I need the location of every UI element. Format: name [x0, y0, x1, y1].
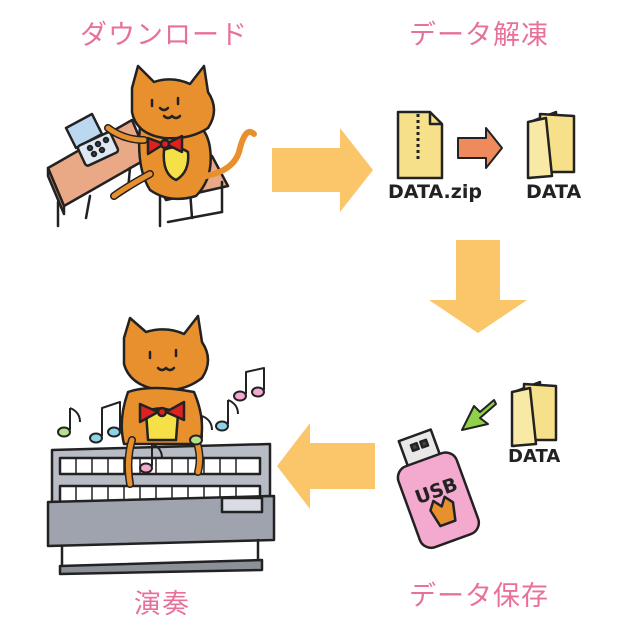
zip-filename: DATA.zip	[388, 181, 482, 203]
folder-name-2: DATA	[508, 446, 560, 467]
play-scene	[46, 314, 276, 576]
step-extract-label: データ解凍	[409, 20, 549, 51]
step-download-label: ダウンロード	[80, 20, 248, 51]
flow-arrow-left	[277, 423, 375, 509]
folder-icon-2	[510, 380, 558, 448]
flow-arrow-down	[429, 240, 527, 333]
convert-arrow-icon	[457, 127, 503, 169]
organ-icon	[46, 442, 276, 576]
usb-drive-icon	[396, 428, 481, 550]
save-arrow-icon	[461, 399, 497, 431]
bow-icon	[146, 134, 184, 156]
zip-file-icon	[396, 110, 444, 180]
folder-name: DATA	[526, 181, 581, 203]
folder-icon	[526, 110, 576, 180]
flow-arrow-right	[272, 128, 373, 212]
download-scene	[46, 64, 257, 228]
music-note-icons	[57, 367, 265, 474]
step-play-label: 演奏	[134, 589, 190, 620]
computer-icon	[64, 112, 120, 167]
step-save-label: データ保存	[409, 581, 549, 612]
bow-icon-2	[138, 400, 186, 424]
